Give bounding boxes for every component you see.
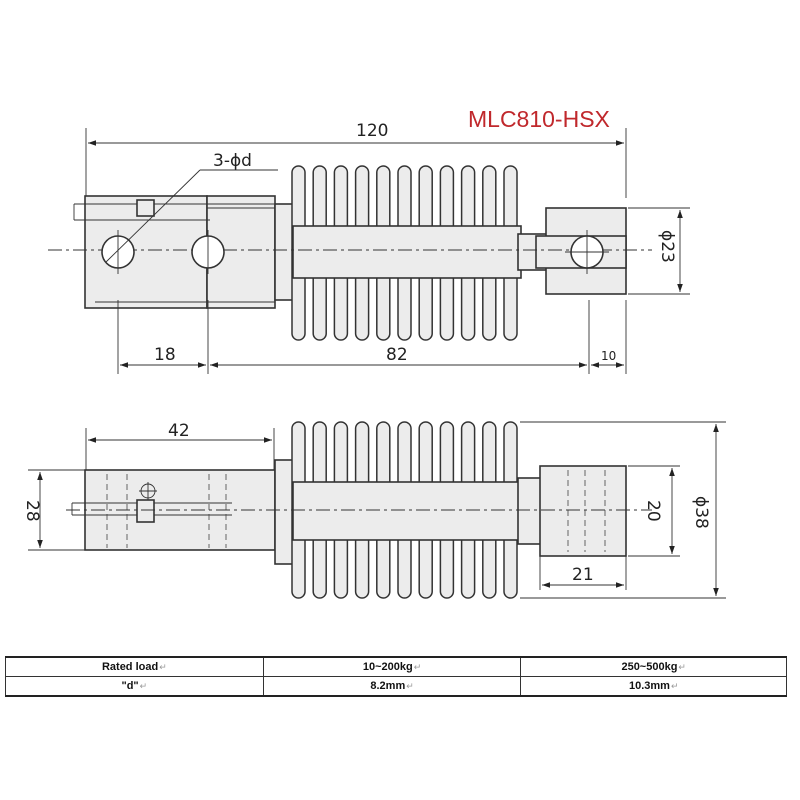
hole-callout-leader (105, 169, 201, 263)
return-mark: ↵ (413, 662, 422, 672)
model-label: MLC810-HSX (468, 106, 610, 132)
return-mark: ↵ (670, 681, 679, 691)
mid-length-label: 82 (386, 345, 408, 365)
table-cell: Rated load↵ (5, 656, 264, 677)
return-mark: ↵ (139, 681, 148, 691)
hole-spacing-label: 18 (154, 345, 176, 365)
table-cell: 10~200kg↵ (262, 656, 522, 677)
side-height-label: 28 (22, 500, 42, 522)
spec-table: Rated load↵ 10~200kg↵ 250~500kg↵ "d"↵ 8.… (5, 656, 787, 697)
table-row: Rated load↵ 10~200kg↵ 250~500kg↵ (5, 656, 787, 677)
side-block-width-label: 21 (572, 565, 594, 585)
table-row: "d"↵ 8.2mm↵ 10.3mm↵ (5, 676, 787, 697)
return-mark: ↵ (406, 681, 414, 691)
side-length-label: 42 (168, 421, 190, 441)
table-cell: 250~500kg↵ (520, 656, 787, 677)
table-cell: "d"↵ (5, 676, 264, 697)
load-cell-drawing: MLC810-HSX 120 (22, 106, 726, 599)
side-right-block (539, 465, 627, 557)
table-cell: 8.2mm↵ (262, 676, 522, 697)
top-view: 120 3-ϕd (48, 121, 690, 374)
overall-length-label: 120 (356, 121, 388, 141)
return-mark: ↵ (678, 662, 686, 672)
return-mark: ↵ (159, 662, 167, 672)
table-cell: 10.3mm↵ (520, 676, 787, 697)
side-diameter-label: ϕ38 (691, 496, 711, 529)
side-block-label: 20 (643, 500, 663, 522)
end-length-label: 10 (601, 349, 616, 363)
side-view: 42 28 20 (22, 421, 726, 599)
top-diameter-label: ϕ23 (657, 230, 677, 263)
hole-callout-label: 3-ϕd (213, 151, 252, 171)
